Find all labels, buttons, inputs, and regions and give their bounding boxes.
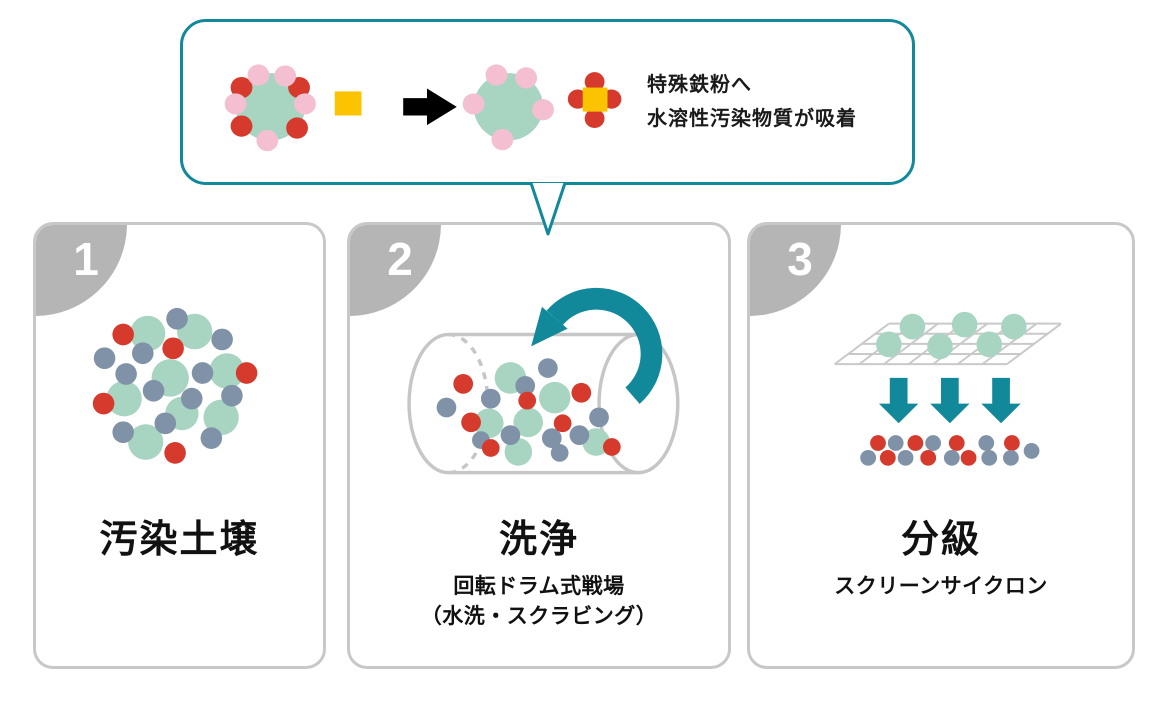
drum-particles xyxy=(436,358,621,466)
iron-powder-adsorbed-icon xyxy=(567,72,622,129)
callout-line-1: 特殊鉄粉へ xyxy=(647,74,752,96)
step-title: 分級 xyxy=(900,519,981,561)
step-number: 1 xyxy=(73,233,99,285)
step-number: 3 xyxy=(787,233,813,285)
step-number: 2 xyxy=(387,233,413,285)
fine-particles-icon xyxy=(860,435,1040,466)
contaminated-soil-cluster-icon xyxy=(92,307,258,464)
callout-line-2: 水溶性汚染物質が吸着 xyxy=(647,108,857,130)
screen-classification-icon xyxy=(834,311,1062,466)
callout-tail-pointer xyxy=(529,182,567,236)
callout-illustration xyxy=(224,64,622,152)
rotating-drum-icon xyxy=(407,287,680,475)
step-subtitle: 回転ドラム式戦場 （水洗・スクラビング） xyxy=(350,572,728,632)
step-card-2: 2 xyxy=(347,222,731,669)
coarse-particles xyxy=(876,311,1027,360)
iron-powder-icon xyxy=(334,91,362,116)
cleaned-particle-icon xyxy=(462,64,554,151)
step-card-3: 3 xyxy=(747,222,1135,669)
rotation-arrow-icon xyxy=(531,287,663,404)
step-card-1: 1 汚染土壌 xyxy=(33,222,326,669)
arrow-right-icon xyxy=(403,88,457,126)
callout-bubble: 特殊鉄粉へ 水溶性汚染物質が吸着 xyxy=(180,19,915,236)
step-subtitle: スクリーンサイクロン xyxy=(750,572,1132,602)
step-title: 汚染土壌 xyxy=(99,519,260,561)
callout-text: 特殊鉄粉へ 水溶性汚染物質が吸着 xyxy=(647,68,857,136)
down-arrows-icon xyxy=(878,377,1021,424)
step-subtitle-line-1: スクリーンサイクロン xyxy=(834,575,1048,598)
step-title: 洗浄 xyxy=(498,519,579,561)
step-subtitle-line-2: （水洗・スクラビング） xyxy=(420,605,658,628)
step-subtitle-line-1: 回転ドラム式戦場 xyxy=(453,575,625,598)
contaminated-particle-icon xyxy=(224,64,316,152)
